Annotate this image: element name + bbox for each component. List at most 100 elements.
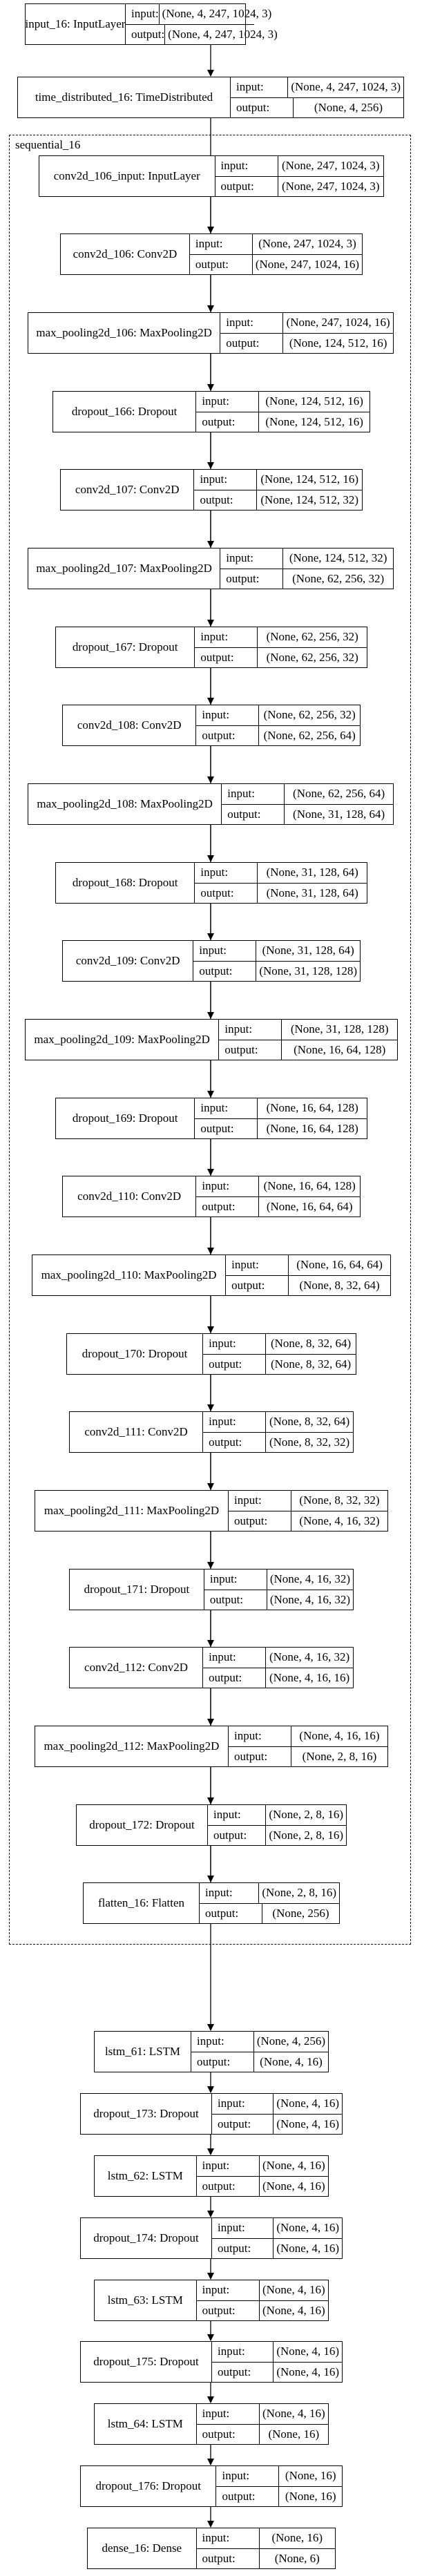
layer-shapes: input:(None, 124, 512, 32)output:(None, …: [220, 548, 393, 589]
output-row: output:(None, 16, 64, 128): [195, 1118, 367, 1138]
input-row: input:(None, 62, 256, 32): [195, 627, 367, 647]
layer-name: flatten_16: Flatten: [84, 1883, 200, 1923]
input-shape: (None, 4, 16): [262, 2283, 325, 2297]
layer-shapes: input:(None, 4, 247, 1024, 3)output:(Non…: [126, 4, 278, 44]
input-row: input:(None, 4, 16, 32): [203, 1648, 353, 1668]
layer-shapes: input:(None, 4, 16)output:(None, 4, 16): [196, 2156, 328, 2196]
layer-shapes: input:(None, 247, 1024, 16)output:(None,…: [220, 313, 393, 353]
layer-shapes: input:(None, 4, 16, 32)output:(None, 4, …: [204, 1570, 353, 1610]
output-shape: (None, 124, 512, 16): [265, 414, 363, 428]
input-label: input:: [208, 1805, 267, 1825]
layer-name: dropout_176: Dropout: [81, 2466, 217, 2506]
output-shape: (None, 4, 16, 16): [269, 1670, 350, 1684]
layer-shapes: input:(None, 4, 16)output:(None, 4, 16): [212, 2094, 342, 2134]
layer-name: input_16: InputLayer: [26, 4, 126, 44]
output-shape: (None, 4, 256): [314, 100, 383, 114]
output-label: output:: [212, 2238, 274, 2258]
input-row: input:(None, 31, 128, 128): [219, 1020, 397, 1040]
output-label: output:: [215, 176, 278, 196]
layer-name: max_pooling2d_108: MaxPooling2D: [28, 784, 222, 824]
output-row: output:(None, 31, 128, 128): [193, 960, 360, 981]
output-row: output:(None, 62, 256, 32): [220, 568, 393, 589]
input-row: input:(None, 4, 16): [197, 2156, 328, 2176]
output-row: output:(None, 6): [196, 2548, 335, 2568]
input-label: input:: [222, 784, 285, 804]
output-shape: (None, 124, 512, 16): [289, 336, 387, 350]
output-row: output:(None, 16): [216, 2486, 342, 2506]
layer-shapes: input:(None, 4, 247, 1024, 3)output:(Non…: [231, 77, 403, 117]
layer-name: conv2d_109: Conv2D: [63, 941, 194, 981]
output-label: output:: [195, 647, 258, 667]
output-shape: (None, 4, 16, 32): [269, 1592, 350, 1606]
output-row: output:(None, 124, 512, 16): [196, 411, 370, 432]
input-shape: (None, 4, 16): [262, 2407, 325, 2421]
sequential-cluster: sequential_16: [9, 135, 411, 1945]
layer-shapes: input:(None, 4, 256)output:(None, 4, 16): [191, 2032, 328, 2072]
layer-shapes: input:(None, 16)output:(None, 6): [196, 2528, 335, 2568]
input-shape: (None, 247, 1024, 3): [281, 159, 380, 173]
layer-name: max_pooling2d_111: MaxPooling2D: [35, 1491, 229, 1531]
input-shape: (None, 31, 128, 64): [262, 944, 354, 957]
output-row: output:(None, 124, 512, 32): [194, 489, 362, 510]
input-label: input:: [226, 1255, 289, 1275]
output-row: output:(None, 31, 128, 64): [195, 882, 367, 903]
output-label: output:: [194, 490, 258, 510]
output-shape: (None, 62, 256, 32): [292, 571, 385, 585]
input-label: input:: [126, 4, 160, 24]
layer-shapes: input:(None, 4, 16, 32)output:(None, 4, …: [203, 1648, 353, 1688]
layer-shapes: input:(None, 4, 16)output:(None, 4, 16): [212, 2342, 342, 2382]
output-row: output:(None, 62, 256, 64): [196, 725, 360, 745]
input-shape: (None, 8, 32, 32): [299, 1494, 380, 1507]
input-row: input:(None, 8, 32, 32): [229, 1491, 387, 1511]
output-label: output:: [222, 804, 285, 824]
output-shape: (None, 62, 256, 32): [266, 650, 358, 664]
input-shape: (None, 124, 512, 16): [265, 394, 363, 408]
layer-name: lstm_64: LSTM: [95, 2404, 197, 2444]
layer-name: dropout_167: Dropout: [56, 627, 195, 667]
input-label: input:: [212, 2094, 274, 2114]
layer-name: conv2d_106_input: InputLayer: [39, 156, 215, 196]
output-label: output:: [231, 97, 294, 117]
output-shape: (None, 8, 32, 64): [270, 1357, 352, 1371]
input-shape: (None, 62, 256, 32): [266, 630, 358, 644]
output-shape: (None, 16, 64, 128): [266, 1121, 358, 1135]
layer-shapes: input:(None, 62, 256, 64)output:(None, 3…: [222, 784, 393, 824]
layer-shapes: input:(None, 4, 16)output:(None, 16): [196, 2404, 328, 2444]
input-row: input:(None, 16, 64, 64): [226, 1255, 390, 1275]
input-label: input:: [197, 2280, 260, 2300]
layer-name: dropout_173: Dropout: [81, 2094, 212, 2134]
input-shape: (None, 62, 256, 32): [263, 708, 356, 722]
input-row: input:(None, 4, 16): [212, 2342, 342, 2362]
layer-name: max_pooling2d_112: MaxPooling2D: [35, 1726, 229, 1766]
input-shape: (None, 4, 16): [276, 2345, 339, 2358]
output-label: output:: [197, 2548, 260, 2568]
output-row: output:(None, 4, 16): [196, 2300, 328, 2320]
output-label: output:: [212, 2362, 274, 2382]
output-label: output:: [193, 961, 257, 981]
input-label: input:: [204, 1570, 267, 1590]
output-row: output:(None, 247, 1024, 3): [215, 175, 383, 196]
input-shape: (None, 4, 16): [262, 2159, 325, 2173]
output-shape: (None, 2, 8, 16): [302, 1749, 377, 1763]
layer-shapes: input:(None, 31, 128, 64)output:(None, 3…: [193, 941, 360, 981]
output-row: output:(None, 4, 16, 16): [203, 1667, 353, 1688]
layer-name: conv2d_112: Conv2D: [70, 1648, 204, 1688]
input-shape: (None, 4, 16, 32): [269, 1572, 350, 1586]
output-row: output:(None, 4, 16): [191, 2051, 328, 2072]
output-row: output:(None, 4, 16, 32): [229, 1510, 387, 1531]
